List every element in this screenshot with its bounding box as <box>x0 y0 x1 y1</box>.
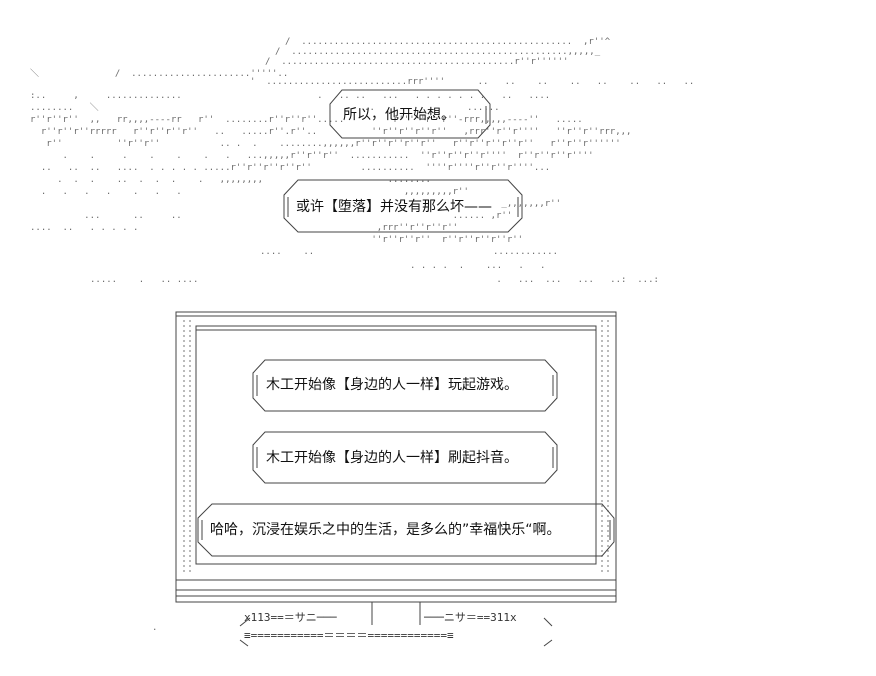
tv-base-dot: . <box>152 623 158 633</box>
tv-base-left: x113==＝サニ─── <box>244 611 337 624</box>
speech-text-1: 所以，他开始想。 <box>343 107 455 123</box>
tv-text-2: 木工开始像【身边的人一样】刷起抖音。 <box>266 450 518 466</box>
tv-text-1: 木工开始像【身边的人一样】玩起游戏。 <box>266 377 518 393</box>
tv-text-3: 哈哈，沉浸在娱乐之中的生活，是多么的”幸福快乐“啊。 <box>210 522 561 538</box>
tv-base-right: ───ニサ＝==311x <box>424 611 517 624</box>
speech-text-2: 或许【堕落】并没有那么坏—— <box>296 199 492 215</box>
tv-base-bottom: ≡===========＝＝＝＝============≡ <box>244 629 454 642</box>
ascii-background-art: / ......................................… <box>30 37 695 285</box>
